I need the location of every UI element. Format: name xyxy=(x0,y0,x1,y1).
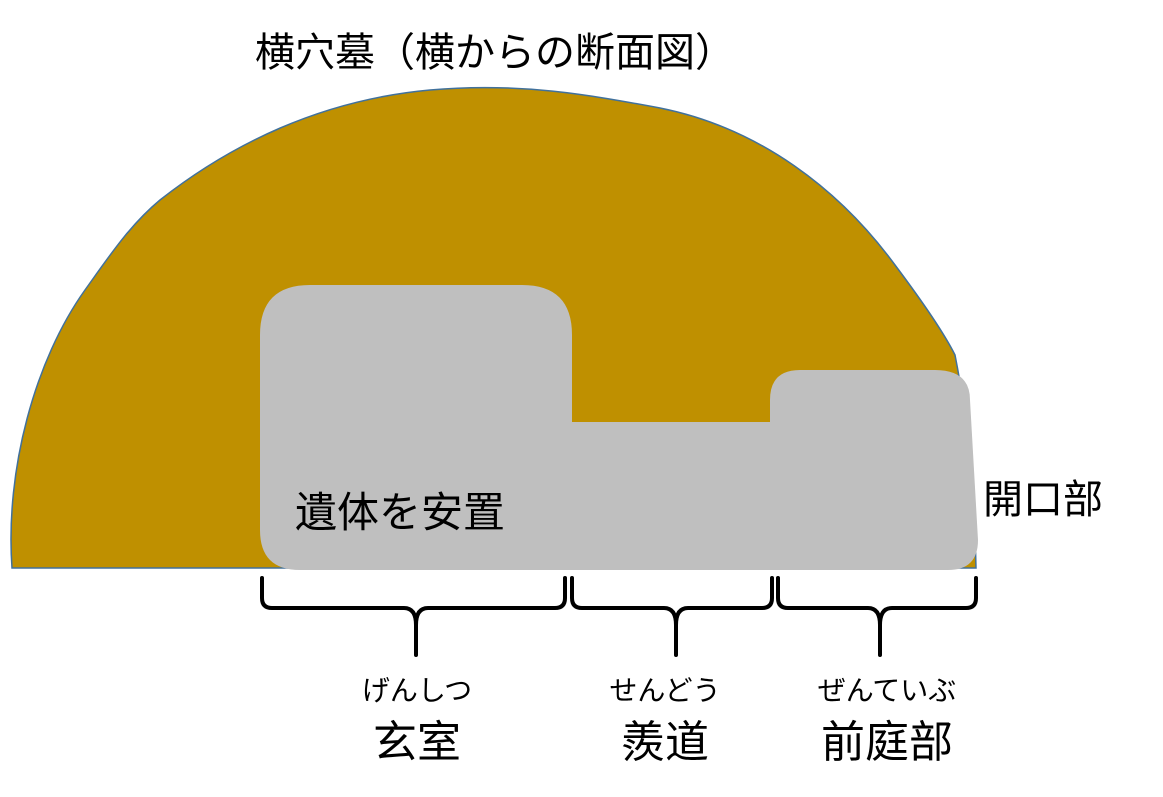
brace-genshitsu xyxy=(260,576,567,657)
body-placement-label: 遺体を安置 xyxy=(295,488,505,537)
section-reading-zenteibu: ぜんていぶ xyxy=(818,674,957,707)
section-name-sendou: 羨道 xyxy=(621,717,709,768)
brace-zenteibu xyxy=(776,576,978,657)
section-braces xyxy=(260,576,978,657)
tomb-interior xyxy=(260,285,978,570)
diagram-title: 横穴墓（横からの断面図） xyxy=(255,30,735,76)
section-name-zenteibu: 前庭部 xyxy=(821,717,953,768)
section-reading-sendou: せんどう xyxy=(609,674,720,707)
brace-sendou xyxy=(570,576,774,657)
section-name-genshitsu: 玄室 xyxy=(373,717,461,768)
opening-label: 開口部 xyxy=(983,477,1103,523)
section-reading-genshitsu: げんしつ xyxy=(362,674,472,707)
section-labels: げんしつ 玄室 せんどう 羨道 ぜんていぶ 前庭部 xyxy=(362,674,956,768)
